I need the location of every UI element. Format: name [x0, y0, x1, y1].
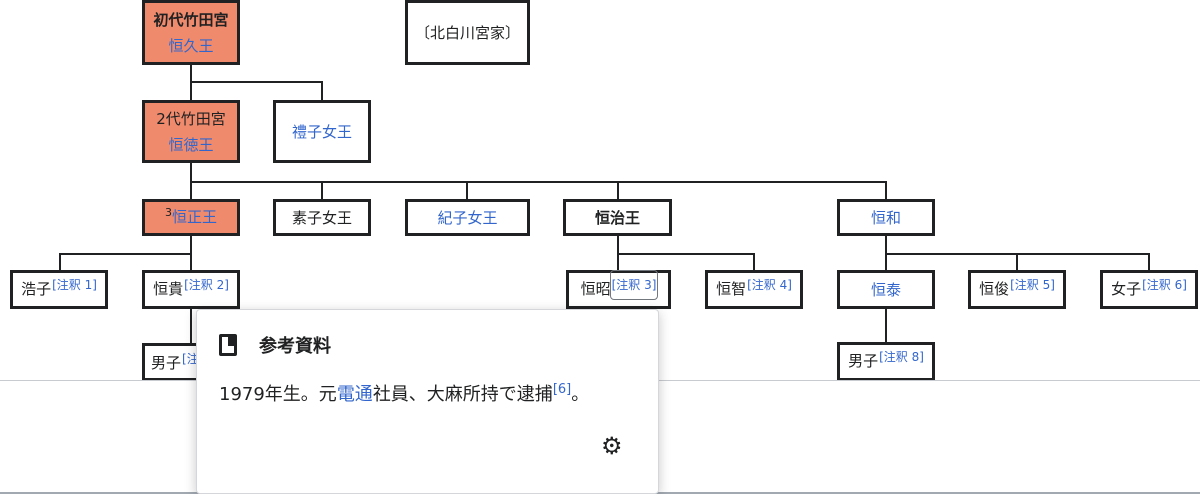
connector-line [466, 181, 468, 200]
tree-node-gen4-tsuneaki: 恒昭 [注釈 3] [566, 270, 671, 309]
tree-node-gen5-son-b: 男子 [注釈 8] [837, 342, 935, 381]
connector-line [59, 253, 191, 255]
tree-node-gen2-main: 2代竹田宮 恒徳王 [142, 100, 240, 163]
tree-node-gen3-noriko: 紀子女王 [405, 199, 530, 236]
node-name: 恒貴 [153, 280, 184, 298]
node-name: 恒治王 [594, 208, 640, 227]
bookmark-icon [219, 334, 237, 356]
node-name-link[interactable]: 恒和 [870, 208, 901, 227]
connector-line [617, 181, 619, 200]
footnote-link[interactable]: [注 [182, 352, 199, 366]
popup-title: 参考資料 [259, 336, 331, 357]
popup-body: 1979年生。元電通社員、大麻所持で逮捕[6]。 [219, 380, 589, 412]
tree-node-gen2-side: 禮子女王 [273, 100, 371, 163]
tree-node-gen4-tsunetaka: 恒貴 [注釈 2] [142, 270, 240, 309]
tree-node-gen3-tsuneharu: 恒治王 [563, 199, 672, 236]
footnote-link[interactable]: [注釈 2] [184, 278, 229, 292]
node-name: 男子 [151, 354, 182, 372]
node-name-link[interactable]: 禮子女王 [291, 122, 352, 141]
connector-line [321, 81, 323, 101]
popup-header: 参考資料 [219, 332, 331, 358]
node-label: 〔北白川宮家〕 [414, 23, 520, 42]
node-name: 素子女王 [291, 208, 352, 227]
popup-text: 1979年生。元 [219, 384, 337, 405]
node-name-link[interactable]: 恒徳王 [168, 135, 214, 154]
popup-text: 。 [571, 384, 590, 405]
connector-line [190, 181, 887, 183]
node-superscript: 3 [164, 205, 172, 219]
node-name-link[interactable]: 紀子女王 [437, 208, 498, 227]
footnote-link[interactable]: [注釈 4] [747, 278, 792, 292]
tree-node-kitashirakawa: 〔北白川宮家〕 [405, 0, 530, 65]
connector-line [885, 308, 887, 343]
connector-line [617, 253, 755, 255]
connector-line [885, 181, 887, 200]
reference-preview-popup: 参考資料 1979年生。元電通社員、大麻所持で逮捕[6]。 ⚙ [196, 309, 659, 494]
reference-link[interactable]: [6] [552, 382, 572, 397]
node-name: 浩子 [21, 280, 52, 298]
connector-line [190, 81, 322, 83]
node-name: 恒昭 [580, 280, 611, 298]
footnote-link[interactable]: [注釈 5] [1010, 278, 1055, 292]
popup-text: 社員、大麻所持で逮捕 [372, 384, 553, 405]
tree-node-gen4-tsunehiro: 恒泰 [837, 270, 935, 309]
footnote-link[interactable]: [注釈 8] [879, 350, 924, 364]
node-name: 恒俊 [979, 280, 1010, 298]
connector-line [190, 308, 192, 344]
gear-icon[interactable]: ⚙ [601, 432, 623, 460]
tree-node-gen4-hiroko: 浩子 [注釈 1] [10, 270, 108, 309]
footnote-link[interactable]: [注釈 1] [52, 278, 97, 292]
tree-node-gen3-tsunekazu: 恒和 [837, 199, 935, 236]
node-label: 2代竹田宮 [156, 109, 226, 128]
node-name-link[interactable]: 恒正王 [171, 207, 217, 226]
connector-line [1148, 253, 1150, 271]
tree-node-gen4-tsunetoshi: 恒俊 [注釈 5] [968, 270, 1066, 309]
connector-line [190, 235, 192, 271]
footnote-link[interactable]: [注釈 6] [1142, 278, 1187, 292]
connector-line [59, 253, 61, 271]
tree-node-gen1-main: 初代竹田宮 恒久王 [142, 0, 240, 65]
tree-node-gen4-tsunetomo: 恒智 [注釈 4] [705, 270, 803, 309]
node-name: 恒智 [716, 280, 747, 298]
node-name: 女子 [1111, 280, 1142, 298]
dentsu-link[interactable]: 電通 [336, 384, 373, 405]
tree-node-gen4-joshi: 女子 [注釈 6] [1100, 270, 1198, 309]
tree-node-gen3-tsunemasa: 3 恒正王 [142, 199, 240, 236]
node-name: 男子 [848, 352, 879, 370]
node-label: 初代竹田宮 [153, 10, 229, 29]
connector-line [1016, 253, 1018, 271]
tree-node-gen3-motoko: 素子女王 [273, 199, 371, 236]
node-name-link[interactable]: 恒泰 [870, 280, 901, 299]
connector-line [753, 253, 755, 271]
connector-line [321, 181, 323, 200]
footnote-link-focused[interactable]: [注釈 3] [609, 270, 659, 300]
node-name-link[interactable]: 恒久王 [168, 36, 214, 55]
